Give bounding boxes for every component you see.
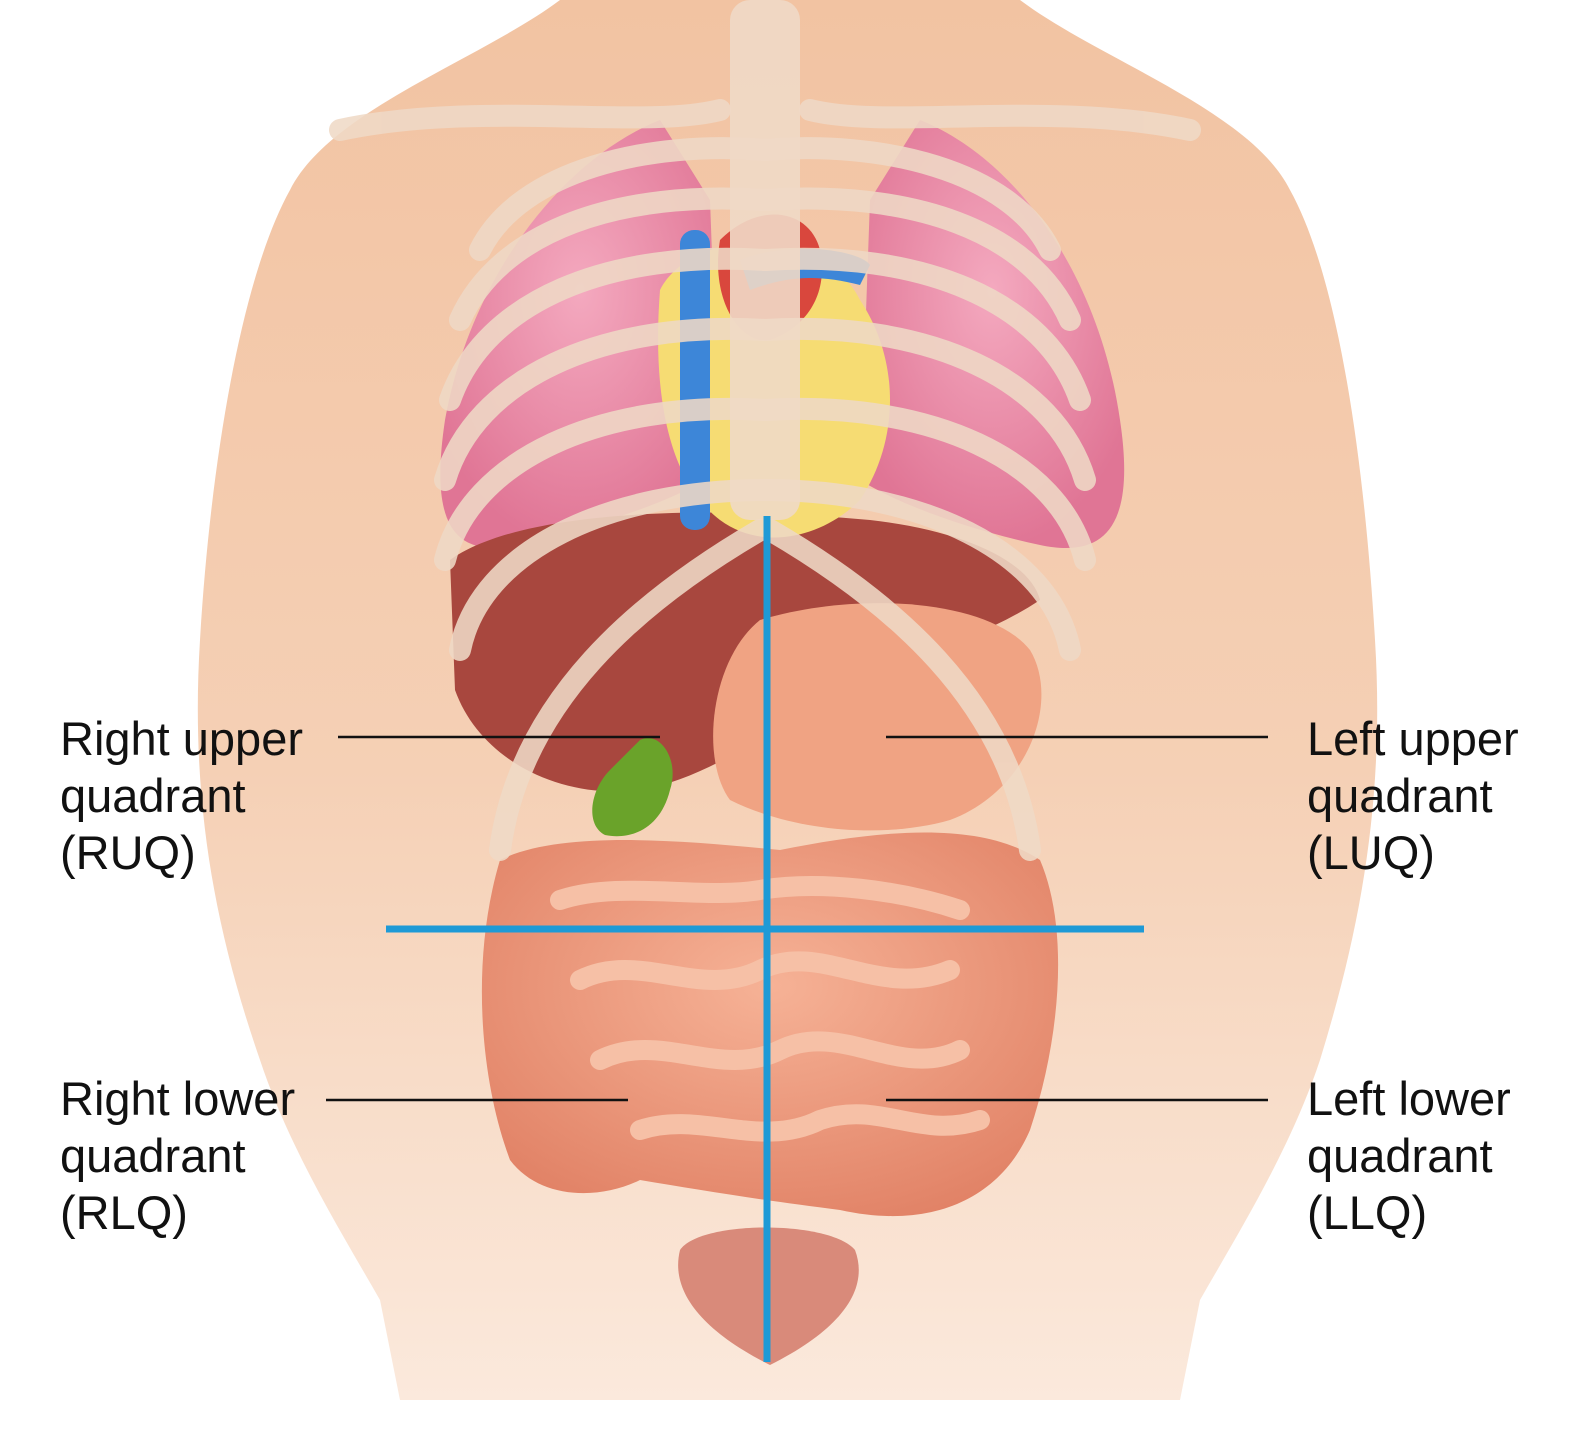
ruq-label-line2: quadrant [60,769,246,822]
rlq-label-line3: (RLQ) [60,1186,188,1239]
luq-label-line3: (LUQ) [1307,826,1435,879]
rlq-label-line1: Right lower [60,1072,296,1125]
ribcage [329,99,1201,861]
luq-label: Left upper quadrant (LUQ) [1307,710,1519,881]
llq-label: Left lower quadrant (LLQ) [1307,1070,1511,1241]
ruq-label-line1: Right upper [60,712,303,765]
gallbladder [592,738,673,837]
ruq-label-line3: (RUQ) [60,826,196,879]
spine [730,0,800,520]
right-lung [440,120,720,549]
luq-label-line2: quadrant [1307,769,1493,822]
ruq-label: Right upper quadrant (RUQ) [60,710,303,881]
llq-label-line3: (LLQ) [1307,1186,1428,1239]
llq-label-line1: Left lower [1307,1072,1511,1125]
rlq-label: Right lower quadrant (RLQ) [60,1070,295,1241]
stomach [713,603,1042,831]
luq-label-line1: Left upper [1307,712,1519,765]
llq-label-line2: quadrant [1307,1129,1493,1182]
rlq-label-line2: quadrant [60,1129,246,1182]
